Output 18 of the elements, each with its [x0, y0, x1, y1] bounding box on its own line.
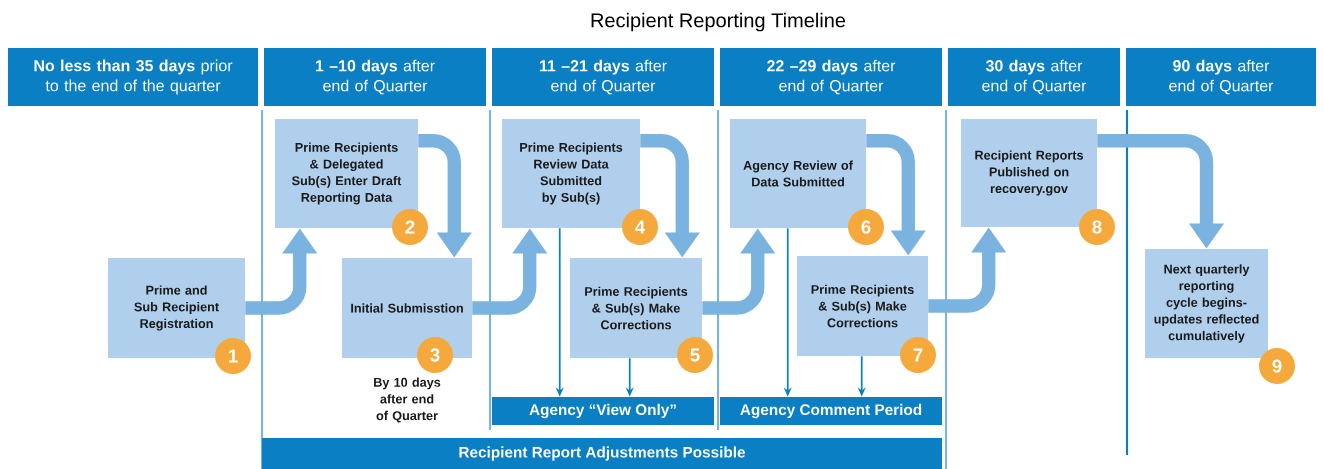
column-header: 22 –29 days after end of Quarter: [720, 48, 942, 106]
number-badge: 5: [677, 337, 713, 373]
note-text: By 10 days after end of Quarter: [374, 377, 441, 423]
title: Recipient Reporting Timeline: [591, 12, 846, 32]
column-header: 11 –21 days after end of Quarter: [492, 48, 714, 106]
period-bar: Agency Comment Period: [720, 397, 942, 425]
period-bar: Recipient Report Adjustments Possible: [262, 438, 942, 469]
process-box: Next quarterly reporting cycle begins-updates reflected cumulatively: [1145, 249, 1268, 358]
period-bar: Agency “View Only”: [492, 397, 714, 425]
number-badge: 1: [215, 338, 251, 374]
column-header: No less than 35 days prior to the end of the quarter: [8, 48, 258, 106]
column-header: 90 days after end of Quarter: [1126, 48, 1316, 106]
column-header: 30 days after end of Quarter: [948, 48, 1120, 106]
number-badge: 9: [1259, 348, 1295, 384]
number-badge: 2: [392, 209, 428, 245]
number-badge: 7: [900, 337, 936, 373]
column-header: 1 –10 days after end of Quarter: [264, 48, 486, 106]
number-badge: 3: [417, 337, 453, 373]
